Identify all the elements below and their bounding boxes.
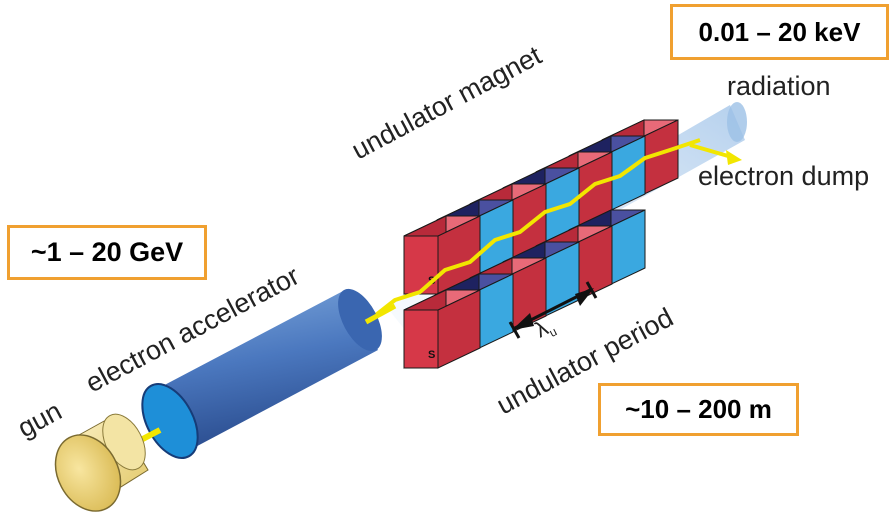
radiation-label: radiation bbox=[727, 71, 831, 101]
radiation-beam-end bbox=[727, 102, 747, 142]
electron-dump-label: electron dump bbox=[698, 161, 869, 191]
electron-dump-arrow bbox=[726, 150, 742, 165]
gun-label: gun bbox=[13, 396, 67, 444]
electron-gun bbox=[54, 413, 149, 512]
electron-beam-entry bbox=[364, 303, 397, 325]
electron-beam-wiggle bbox=[370, 138, 701, 320]
facility-length-callout: ~10 – 200 m bbox=[598, 383, 799, 436]
electron-energy-callout: ~1 – 20 GeV bbox=[7, 225, 207, 280]
south-pole-label: S bbox=[428, 349, 435, 361]
south-pole-magnet-block: S bbox=[403, 215, 481, 295]
undulator-period-arrow bbox=[508, 281, 598, 339]
undulator-magnet-array: SNSNSNSNSNSNS bbox=[403, 119, 679, 369]
south-pole-magnet-block: S bbox=[403, 289, 481, 369]
photon-energy-callout: 0.01 – 20 keV bbox=[670, 4, 889, 60]
undulator-magnet-label: undulator magnet bbox=[347, 40, 547, 165]
electron-accelerator bbox=[141, 288, 382, 459]
